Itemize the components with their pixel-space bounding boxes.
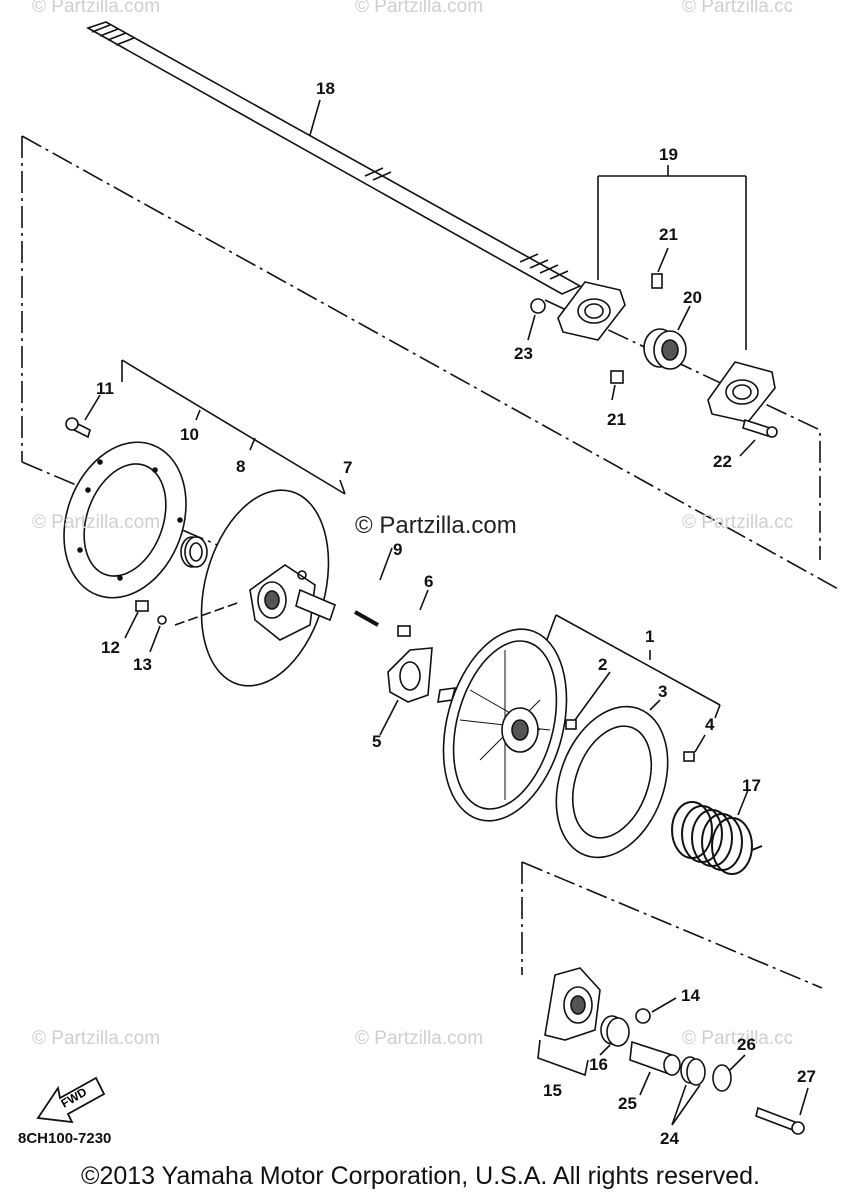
bolt-part-22 — [742, 418, 778, 438]
callout-21: 21 — [659, 225, 678, 244]
callout-3: 3 — [658, 682, 668, 701]
callout-17: 17 — [742, 776, 761, 795]
callout-14: 14 — [681, 986, 700, 1005]
callout-18: 18 — [316, 79, 335, 98]
fwd-arrow-icon — [36, 1076, 106, 1124]
watermark: © Partzilla.com — [355, 0, 484, 17]
watermark-center: © Partzilla.com — [355, 512, 517, 539]
washer-part-13 — [157, 615, 167, 625]
callout-16: 16 — [589, 1055, 608, 1074]
callout-12: 12 — [101, 638, 120, 657]
callout-19: 19 — [659, 145, 678, 164]
callout-24: 24 — [660, 1129, 679, 1148]
bearing-housing-upper-19 — [557, 281, 626, 341]
bushing-part-16 — [600, 1015, 630, 1047]
callout-2: 2 — [598, 655, 608, 674]
screw-part-2 — [565, 719, 577, 730]
set-screw-21a — [651, 273, 663, 289]
nut-part-23 — [530, 298, 546, 314]
callout-9: 9 — [393, 540, 403, 559]
bolt-part-27 — [755, 1106, 805, 1135]
bolt-part-11 — [65, 417, 91, 439]
washer-part-24 — [680, 1056, 706, 1086]
fixed-sheave-part-1 — [437, 628, 568, 822]
callout-27: 27 — [797, 1067, 816, 1086]
callout-6: 6 — [424, 572, 434, 591]
callout-5: 5 — [372, 732, 382, 751]
callout-7: 7 — [343, 458, 353, 477]
driveshaft-part-18 — [86, 21, 582, 295]
callout-20: 20 — [683, 288, 702, 307]
bolt-part-6 — [397, 625, 411, 637]
bearing-part-20 — [643, 328, 687, 370]
callout-25: 25 — [618, 1094, 637, 1113]
watermark: © Partzilla.com — [32, 1028, 161, 1049]
callout-1: 1 — [645, 627, 655, 646]
watermark: © Partzilla.cc — [682, 0, 794, 17]
bushing-part-8 — [180, 536, 208, 568]
callout-11: 11 — [96, 379, 114, 398]
cam-part-15 — [544, 967, 601, 1041]
watermark: © Partzilla.com — [355, 1028, 484, 1049]
copyright-notice: ©2013 Yamaha Motor Corporation, U.S.A. A… — [81, 1162, 760, 1190]
bearing-housing-bracket — [597, 175, 747, 350]
collar-part-25 — [629, 1040, 681, 1077]
bolt-part-12 — [135, 600, 149, 612]
ring-plate-part-3 — [555, 705, 669, 859]
callout-10: 10 — [180, 425, 199, 444]
screw-part-4 — [683, 751, 695, 762]
watermark: © Partzilla.com — [32, 0, 161, 17]
set-screw-21b — [610, 370, 624, 384]
callout-4: 4 — [705, 715, 715, 734]
pin-part-9 — [354, 610, 379, 627]
callout-21: 21 — [607, 410, 626, 429]
callout-8: 8 — [236, 457, 246, 476]
watermark: © Partzilla.com — [32, 512, 161, 533]
plate-part-5 — [387, 647, 433, 703]
washer-part-26 — [712, 1064, 732, 1092]
callout-23: 23 — [514, 344, 533, 363]
ring-plate-part-10 — [63, 441, 187, 599]
nut-part-14 — [635, 1008, 651, 1024]
callout-22: 22 — [713, 452, 732, 471]
callout-13: 13 — [133, 655, 152, 674]
callout-26: 26 — [737, 1035, 756, 1054]
callout-15: 15 — [543, 1081, 562, 1100]
sheave-part-7 — [200, 489, 336, 687]
bearing-housing-lower-19 — [707, 361, 776, 423]
diagram-code: 8CH100-7230 — [18, 1130, 112, 1147]
watermark: © Partzilla.cc — [682, 1028, 794, 1049]
spring-part-17 — [671, 801, 763, 875]
watermark: © Partzilla.cc — [682, 512, 794, 533]
